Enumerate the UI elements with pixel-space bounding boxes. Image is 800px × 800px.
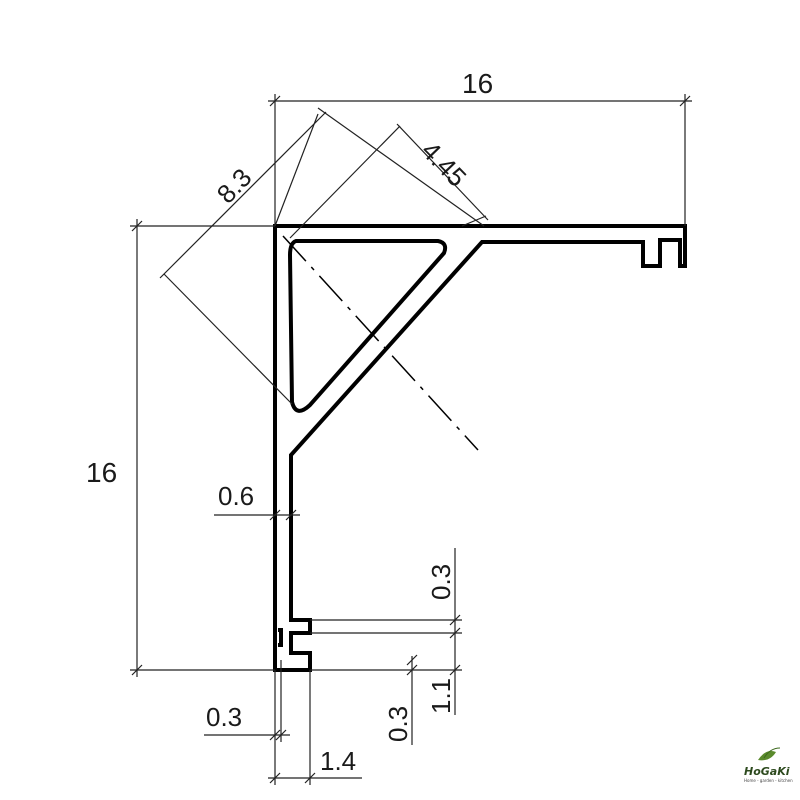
dim-lip: 0.3 1.1 xyxy=(310,548,462,715)
profile-inner-chamber xyxy=(287,239,448,413)
profile-outline xyxy=(273,224,687,672)
dim-top-width: 16 xyxy=(268,68,692,226)
leaf-icon xyxy=(758,751,776,761)
dim-left-height: 16 xyxy=(86,219,275,677)
profile-outer-contour xyxy=(273,224,687,672)
dim-bottom-wall-label: 0.3 xyxy=(206,702,242,732)
dim-diag-inner: 4.45 xyxy=(289,123,489,239)
logo-tagline: Home - garden - kitchen xyxy=(744,778,793,783)
dim-top-width-label: 16 xyxy=(462,68,493,99)
dim-lip-gap-label: 0.3 xyxy=(383,706,413,742)
dim-left-height-label: 16 xyxy=(86,457,117,488)
dim-lip-gap: 0.3 xyxy=(383,654,418,745)
dim-diag-outer-label: 8.3 xyxy=(211,162,258,209)
dim-bottom-wall: 0.3 xyxy=(204,660,290,785)
dim-lip-thickness-label: 0.3 xyxy=(426,564,456,600)
dim-wall-thickness-label: 0.6 xyxy=(218,481,254,511)
symmetry-axis xyxy=(282,235,479,451)
dim-bottom-flange: 1.4 xyxy=(268,670,362,785)
profile-bottom-notch xyxy=(278,628,283,647)
dim-bottom-flange-label: 1.4 xyxy=(320,746,356,776)
dim-lip-height-label: 1.1 xyxy=(426,678,456,714)
dim-wall-thickness: 0.6 xyxy=(214,481,300,521)
hogaki-logo: HoGaKi Home - garden - kitchen xyxy=(744,747,793,783)
logo-name: HoGaKi xyxy=(744,765,790,778)
